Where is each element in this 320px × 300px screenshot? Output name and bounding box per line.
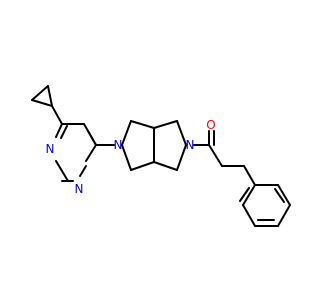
bond: [79, 165, 87, 177]
bond: [47, 85, 53, 107]
atom-label-nitrogen-pyrrolidine-right: N: [186, 138, 195, 152]
atom-label-oxygen-carbonyl: O: [206, 118, 215, 132]
bond: [130, 161, 155, 171]
bond: [277, 204, 291, 227]
bond: [243, 165, 256, 186]
bond: [121, 120, 132, 146]
bond: [176, 120, 187, 146]
bond: [130, 120, 155, 129]
atom-label-nitrogen-pyrimidine-top: N: [46, 142, 55, 156]
bond: [31, 99, 53, 107]
bond: [274, 188, 285, 203]
bond: [31, 85, 49, 101]
bond: [277, 184, 291, 206]
bond: [87, 130, 97, 146]
bond: [51, 105, 63, 125]
atom-label-nitrogen-pyrrolidine-left: N: [114, 138, 123, 152]
bond: [153, 161, 178, 171]
bond: [60, 125, 68, 139]
atom-label-nitrogen-pyrimidine-bottom: N: [75, 182, 84, 196]
bond: [239, 187, 250, 202]
bond: [121, 144, 132, 171]
bond: [208, 144, 223, 167]
molecule-canvas: N N N N O: [0, 0, 300, 300]
bond: [242, 184, 256, 206]
bond: [176, 144, 187, 171]
bond-group: [31, 85, 291, 227]
background: [0, 0, 300, 300]
molecule-structure: N N N N O: [0, 0, 300, 300]
atom-label-group: N N N N O: [46, 118, 216, 196]
bond: [85, 144, 97, 162]
bond: [55, 123, 63, 138]
bond: [55, 160, 63, 172]
bond: [242, 204, 256, 227]
bond: [61, 170, 69, 182]
bond: [153, 120, 178, 129]
